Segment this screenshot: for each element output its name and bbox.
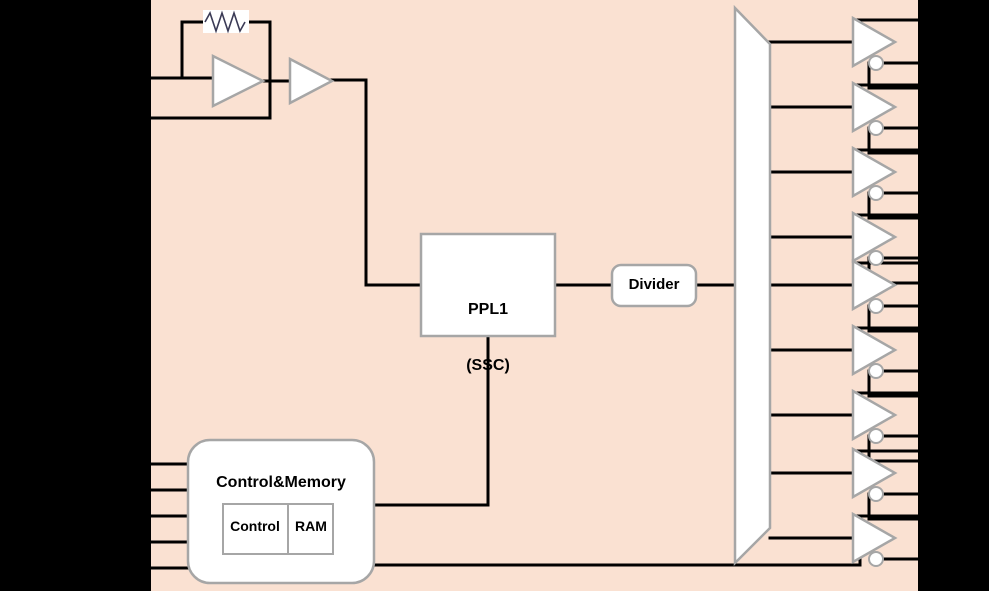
oscillator-amplifier-icon [211,53,266,109]
inverting-bubble-icon [868,486,884,502]
output-buffer-6[interactable] [851,323,898,379]
wire-out-5-n [867,304,920,333]
wire-out-3-n [867,191,920,220]
wire-out-2-n [867,126,920,155]
output-buffer-8[interactable] [851,446,898,502]
inverting-bubble-icon [868,551,884,567]
output-buffer-1[interactable] [851,15,898,71]
inverting-bubble-icon [868,55,884,71]
wire-out-1-n [867,61,920,90]
differential-output-buffers [851,15,898,567]
wire-out-6-n [867,369,920,398]
wire-group-mux-to-buffers [768,40,855,540]
wire-group-oscillator [148,20,423,287]
inverting-bubble-icon [868,120,884,136]
inverting-bubble-icon [868,428,884,444]
ppl1-ssc-block[interactable] [419,232,557,338]
ram-sub-block[interactable] [287,503,334,555]
control-sub-block[interactable] [222,503,289,555]
inverting-bubble-icon [868,185,884,201]
oscillator-output-buffer-icon [288,56,335,106]
wire-buffer-to-pll [330,78,423,287]
output-buffer-3[interactable] [851,145,898,201]
wire-out-8-n [867,492,920,521]
wire-feedback-right [245,20,272,80]
wire-control-to-mux-bottom [372,536,862,567]
output-buffer-4[interactable] [851,210,898,266]
inverting-bubble-icon [868,250,884,266]
wire-group-buffer-outputs [853,18,920,561]
wire-feedback-left [180,20,207,80]
inverting-bubble-icon [868,363,884,379]
output-buffer-5[interactable] [851,258,898,314]
inverting-bubble-icon [868,298,884,314]
wire-xout [148,76,272,120]
feedback-resistor-icon [203,10,249,34]
output-buffer-7[interactable] [851,388,898,444]
output-buffer-2[interactable] [851,80,898,136]
wire-pll-to-control [372,334,490,507]
output-multiplexer[interactable] [733,4,772,567]
divider-block[interactable] [610,263,698,308]
output-buffer-9[interactable] [851,511,898,567]
